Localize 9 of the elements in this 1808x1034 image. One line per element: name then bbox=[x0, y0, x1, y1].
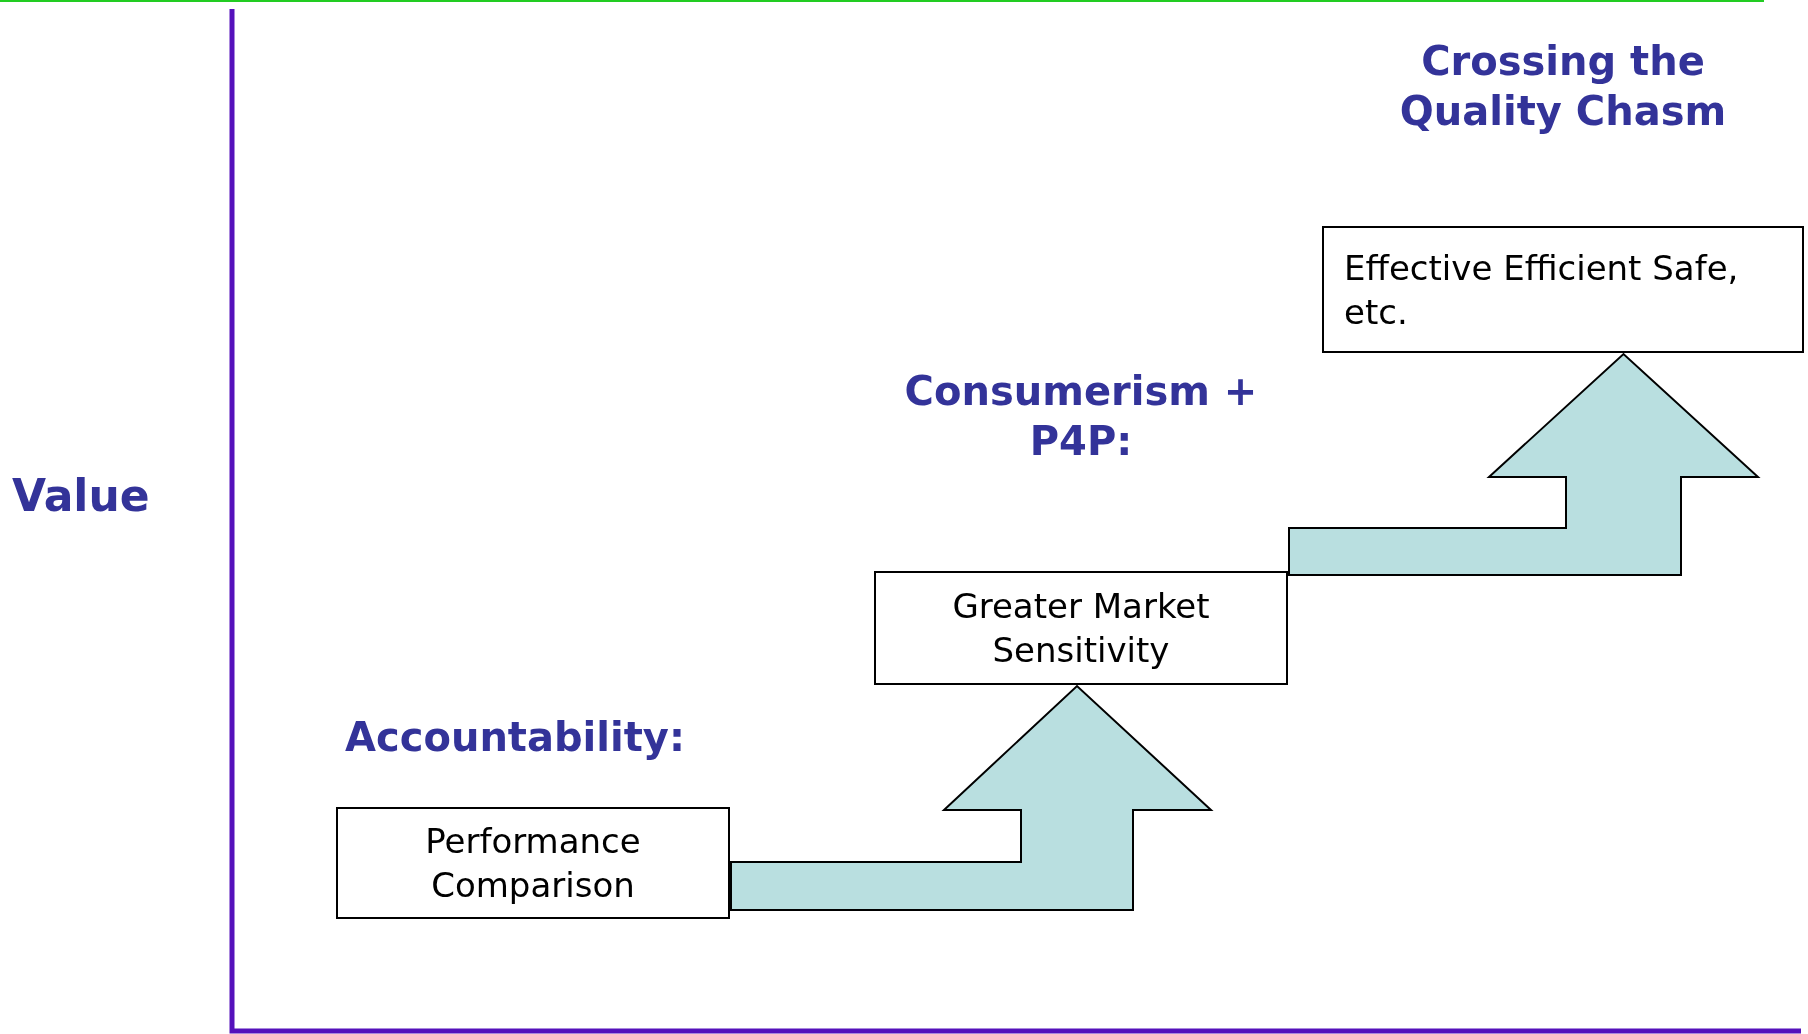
stage-box: Performance Comparison bbox=[336, 807, 730, 919]
stage-box: Greater Market Sensitivity bbox=[874, 571, 1288, 685]
axis-label: Value bbox=[12, 469, 150, 523]
block-arrow bbox=[730, 684, 1214, 911]
stage-heading: Crossing the Quality Chasm bbox=[1398, 37, 1728, 136]
stage-box: Effective Efficient Safe, etc. bbox=[1322, 226, 1804, 353]
stage-heading: Consumerism + P4P: bbox=[903, 367, 1259, 466]
block-arrow bbox=[1288, 352, 1761, 576]
stage-heading: Accountability: bbox=[344, 713, 686, 762]
